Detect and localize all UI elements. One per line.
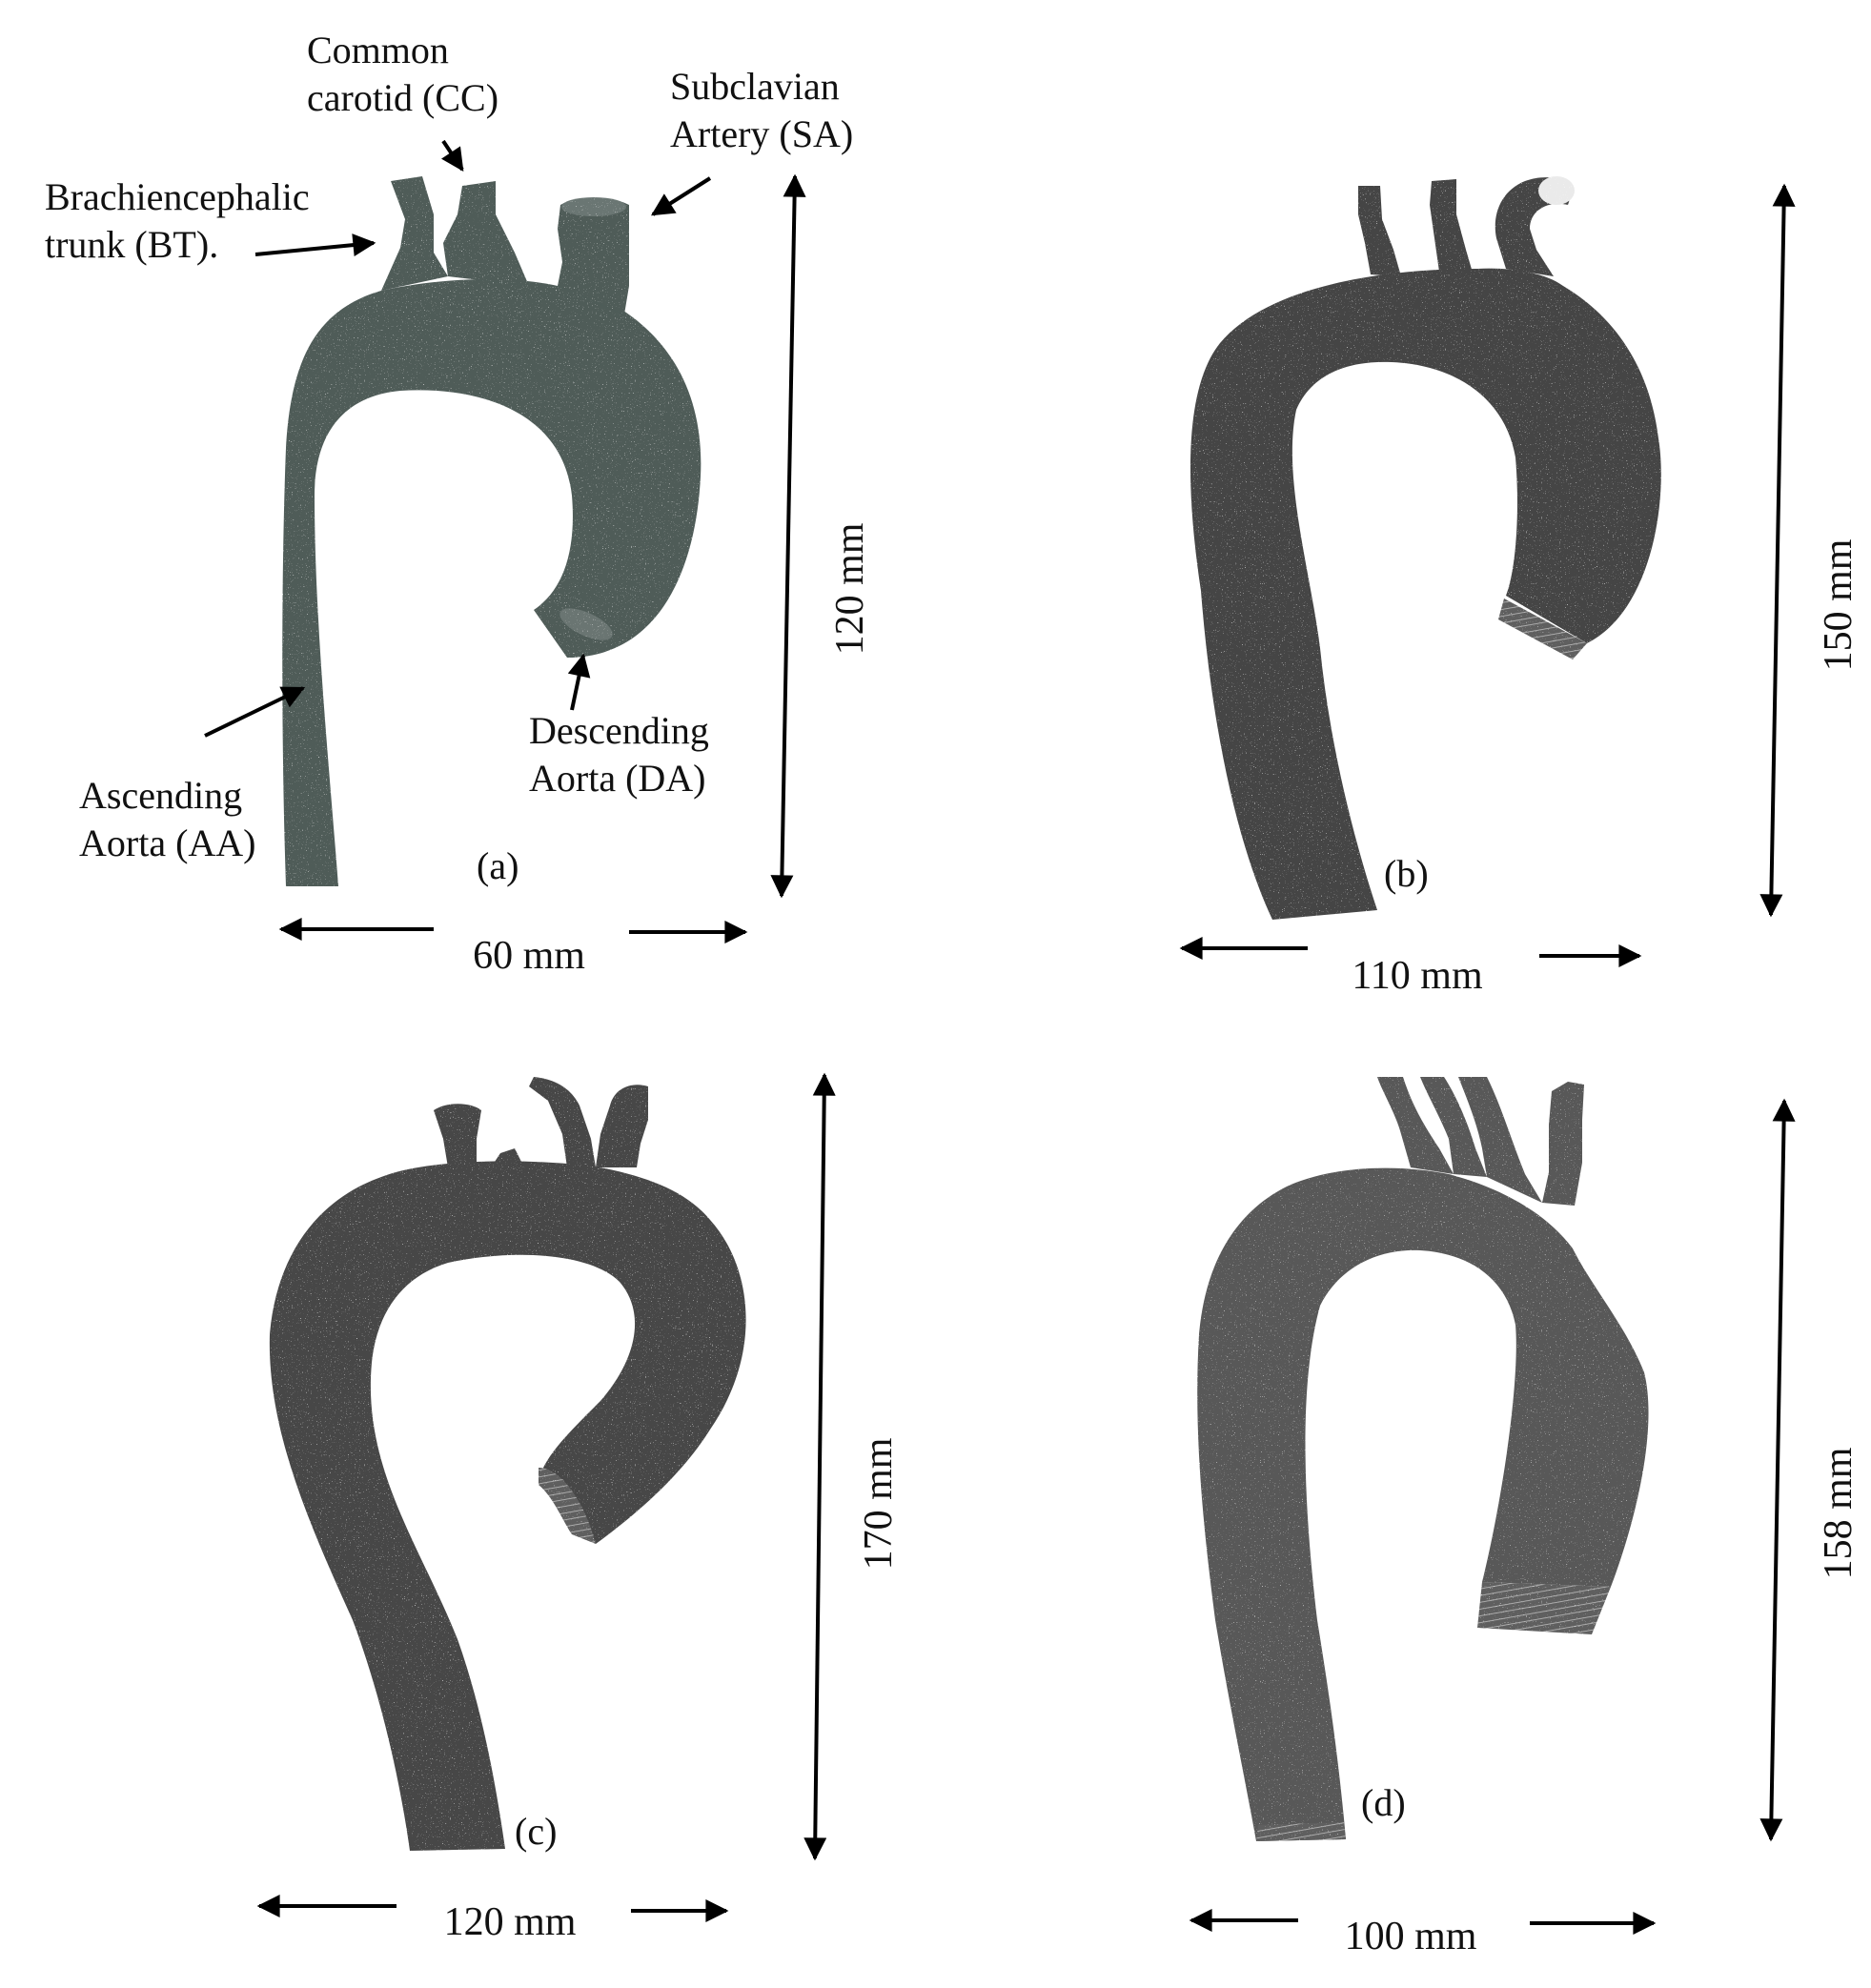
panel-d-caption: (d)	[1361, 1781, 1406, 1824]
aorta-model-c	[269, 1077, 746, 1851]
panel-c-width-label: 120 mm	[444, 1900, 577, 1944]
panel-c: (c) 120 mm 170 mm	[256, 1072, 901, 1944]
bt-pointer-arrow	[254, 233, 376, 257]
aa-label-line2: Aorta (AA)	[79, 822, 256, 864]
da-label-line2: Aorta (DA)	[529, 757, 706, 800]
panel-a-height-arrow	[770, 173, 806, 899]
panel-d-height-label: 158 mm	[1817, 1447, 1861, 1579]
panel-c-caption: (c)	[515, 1810, 557, 1853]
aa-pointer-arrow	[204, 686, 306, 738]
panel-d: (d) 100 mm 158 mm	[1189, 1077, 1861, 1958]
panel-a-caption: (a)	[477, 844, 519, 887]
panel-b-caption: (b)	[1384, 852, 1429, 895]
aorta-model-d	[1197, 1077, 1649, 1841]
aorta-model-a	[282, 176, 702, 886]
cc-pointer-arrow	[441, 139, 464, 172]
panel-c-height-label: 170 mm	[857, 1437, 901, 1570]
panel-a: Common carotid (CC) Subclavian Artery (S…	[45, 29, 872, 978]
panel-a-width-label: 60 mm	[473, 934, 585, 978]
panel-b: (b) 110 mm 150 mm	[1179, 176, 1861, 998]
panel-b-height-label: 150 mm	[1817, 538, 1861, 671]
sa-label-line1: Subclavian	[670, 65, 840, 108]
cc-label-line1: Common	[307, 29, 449, 71]
cc-label-line2: carotid (CC)	[307, 76, 498, 119]
sa-pointer-arrow	[650, 176, 712, 216]
aorta-model-b	[1190, 176, 1661, 920]
da-pointer-arrow	[567, 653, 591, 711]
panel-b-width-label: 110 mm	[1352, 954, 1483, 998]
panel-a-height-label: 120 mm	[828, 522, 872, 655]
panel-c-height-arrow	[803, 1072, 836, 1861]
panel-d-width-label: 100 mm	[1345, 1915, 1477, 1958]
panel-b-height-arrow	[1759, 183, 1796, 918]
sa-label-line2: Artery (SA)	[670, 112, 853, 155]
bt-label-line2: trunk (BT).	[45, 223, 218, 266]
aa-label-line1: Ascending	[79, 774, 242, 817]
da-label-line1: Descending	[529, 709, 709, 752]
bt-label-line1: Brachiencephalic	[45, 175, 310, 218]
panel-d-height-arrow	[1759, 1098, 1796, 1842]
